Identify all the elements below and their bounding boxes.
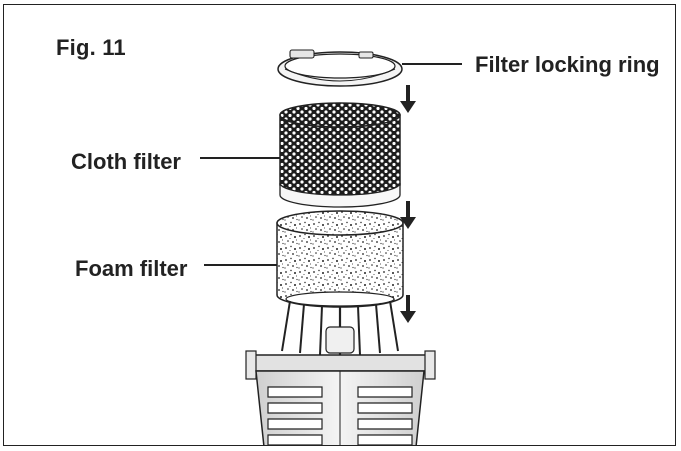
- callout-cloth-filter: Cloth filter: [71, 149, 181, 174]
- down-arrow-icon: [400, 295, 416, 323]
- housing-vents: [267, 386, 413, 445]
- down-arrow-icon: [400, 201, 416, 229]
- figure-frame: Fig. 11 Filter locking ring Cloth filter…: [3, 4, 676, 446]
- cloth-filter: [279, 102, 401, 208]
- callout-filter-locking-ring: Filter locking ring: [475, 52, 660, 77]
- filter-locking-ring: [277, 49, 403, 87]
- vacuum-housing: [245, 350, 436, 445]
- filter-assembly-illustration: [200, 49, 462, 445]
- callout-foam-filter: Foam filter: [75, 256, 188, 281]
- down-arrow-icon: [400, 85, 416, 113]
- filter-cage: [281, 291, 399, 356]
- foam-filter: [276, 210, 404, 308]
- figure-label: Fig. 11: [56, 35, 126, 60]
